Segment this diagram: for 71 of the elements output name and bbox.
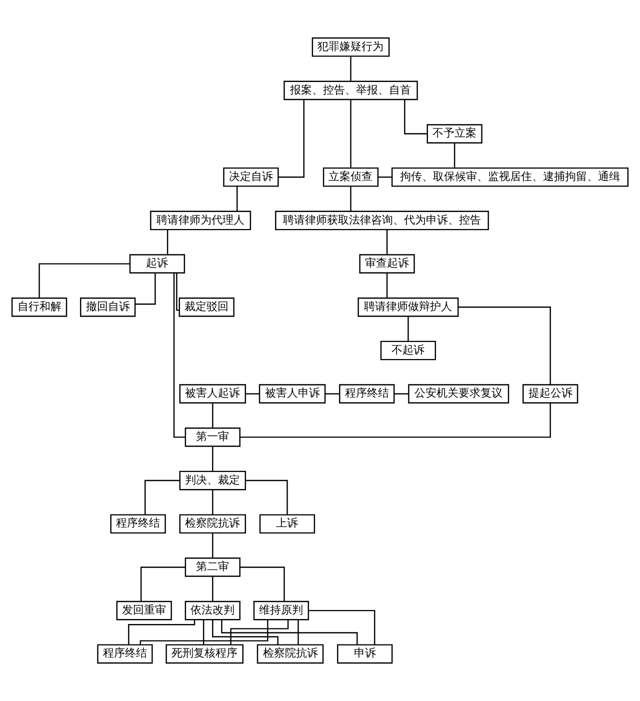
connector <box>454 142 456 168</box>
connector <box>212 446 214 472</box>
node-box: 起诉 <box>129 254 186 274</box>
connector <box>408 316 409 342</box>
node-box: 决定自诉 <box>223 167 279 187</box>
connector <box>458 306 551 385</box>
node-box: 报案、控告、举报、自首 <box>284 80 418 100</box>
connector <box>144 480 180 515</box>
connector <box>212 620 278 645</box>
node-box: 被害人申诉 <box>258 384 326 404</box>
connector <box>140 620 268 645</box>
connector <box>166 230 168 255</box>
connector <box>350 56 352 82</box>
node-box: 维持原判 <box>253 600 310 620</box>
connector <box>212 490 214 515</box>
node-box: 拘传、取保候审、监视居住、逮捕拘留、通缉 <box>391 167 629 187</box>
node-box: 审查起诉 <box>359 254 415 274</box>
node-box: 聘请律师为代理人 <box>150 210 252 230</box>
node-box: 程序终结 <box>110 514 166 534</box>
node-box: 公安机关要求复议 <box>408 384 510 404</box>
node-box: 上诉 <box>259 514 316 534</box>
connector <box>240 566 285 602</box>
node-box: 申诉 <box>337 644 393 664</box>
node-box: 死刑复核程序 <box>166 644 244 664</box>
node-box: 第一审 <box>184 428 240 447</box>
node-box: 依法改判 <box>184 600 240 620</box>
connector <box>350 186 352 212</box>
connector <box>298 620 299 645</box>
node-box: 第二审 <box>184 558 240 577</box>
connector <box>240 403 551 438</box>
node-box: 不予立案 <box>426 124 482 144</box>
connector <box>378 176 392 178</box>
node-box: 判决、裁定 <box>179 470 246 490</box>
connector <box>221 620 358 645</box>
node-box: 发回重审 <box>116 600 172 620</box>
node-box: 程序终结 <box>339 384 395 404</box>
connector <box>38 263 130 298</box>
node-box: 检察院抗诉 <box>179 514 246 534</box>
connector <box>394 393 409 394</box>
node-box: 自行和解 <box>11 297 68 317</box>
connector <box>404 100 428 134</box>
connector <box>350 100 352 168</box>
node-box: 提起公诉 <box>522 384 578 404</box>
connector <box>135 273 156 305</box>
connector <box>246 393 260 394</box>
connector <box>173 273 186 438</box>
connector <box>386 273 388 298</box>
node-box: 撤回自诉 <box>80 297 136 317</box>
connector <box>325 393 340 394</box>
node-box: 程序终结 <box>97 644 153 664</box>
connector <box>230 620 289 645</box>
node-box: 犯罪嫌疑行为 <box>312 37 390 57</box>
node-box: 立案侦查 <box>322 167 379 187</box>
connector <box>176 273 180 311</box>
connector <box>202 620 204 645</box>
node-box: 被害人起诉 <box>179 384 246 404</box>
connector <box>212 403 214 428</box>
connector <box>212 576 214 602</box>
connector <box>246 480 288 515</box>
connector <box>278 100 304 178</box>
node-box: 不起诉 <box>380 340 436 360</box>
connector <box>308 610 376 645</box>
connector <box>386 230 388 255</box>
node-box: 聘请律师获取法律咨询、代为申诉、控告 <box>275 210 489 230</box>
node-box: 检察院抗诉 <box>256 644 324 664</box>
connector <box>212 533 214 558</box>
connector <box>128 620 196 645</box>
connector <box>236 186 238 212</box>
node-box: 聘请律师做辩护人 <box>358 297 459 317</box>
node-box: 裁定驳回 <box>178 297 234 317</box>
connector <box>140 566 186 602</box>
